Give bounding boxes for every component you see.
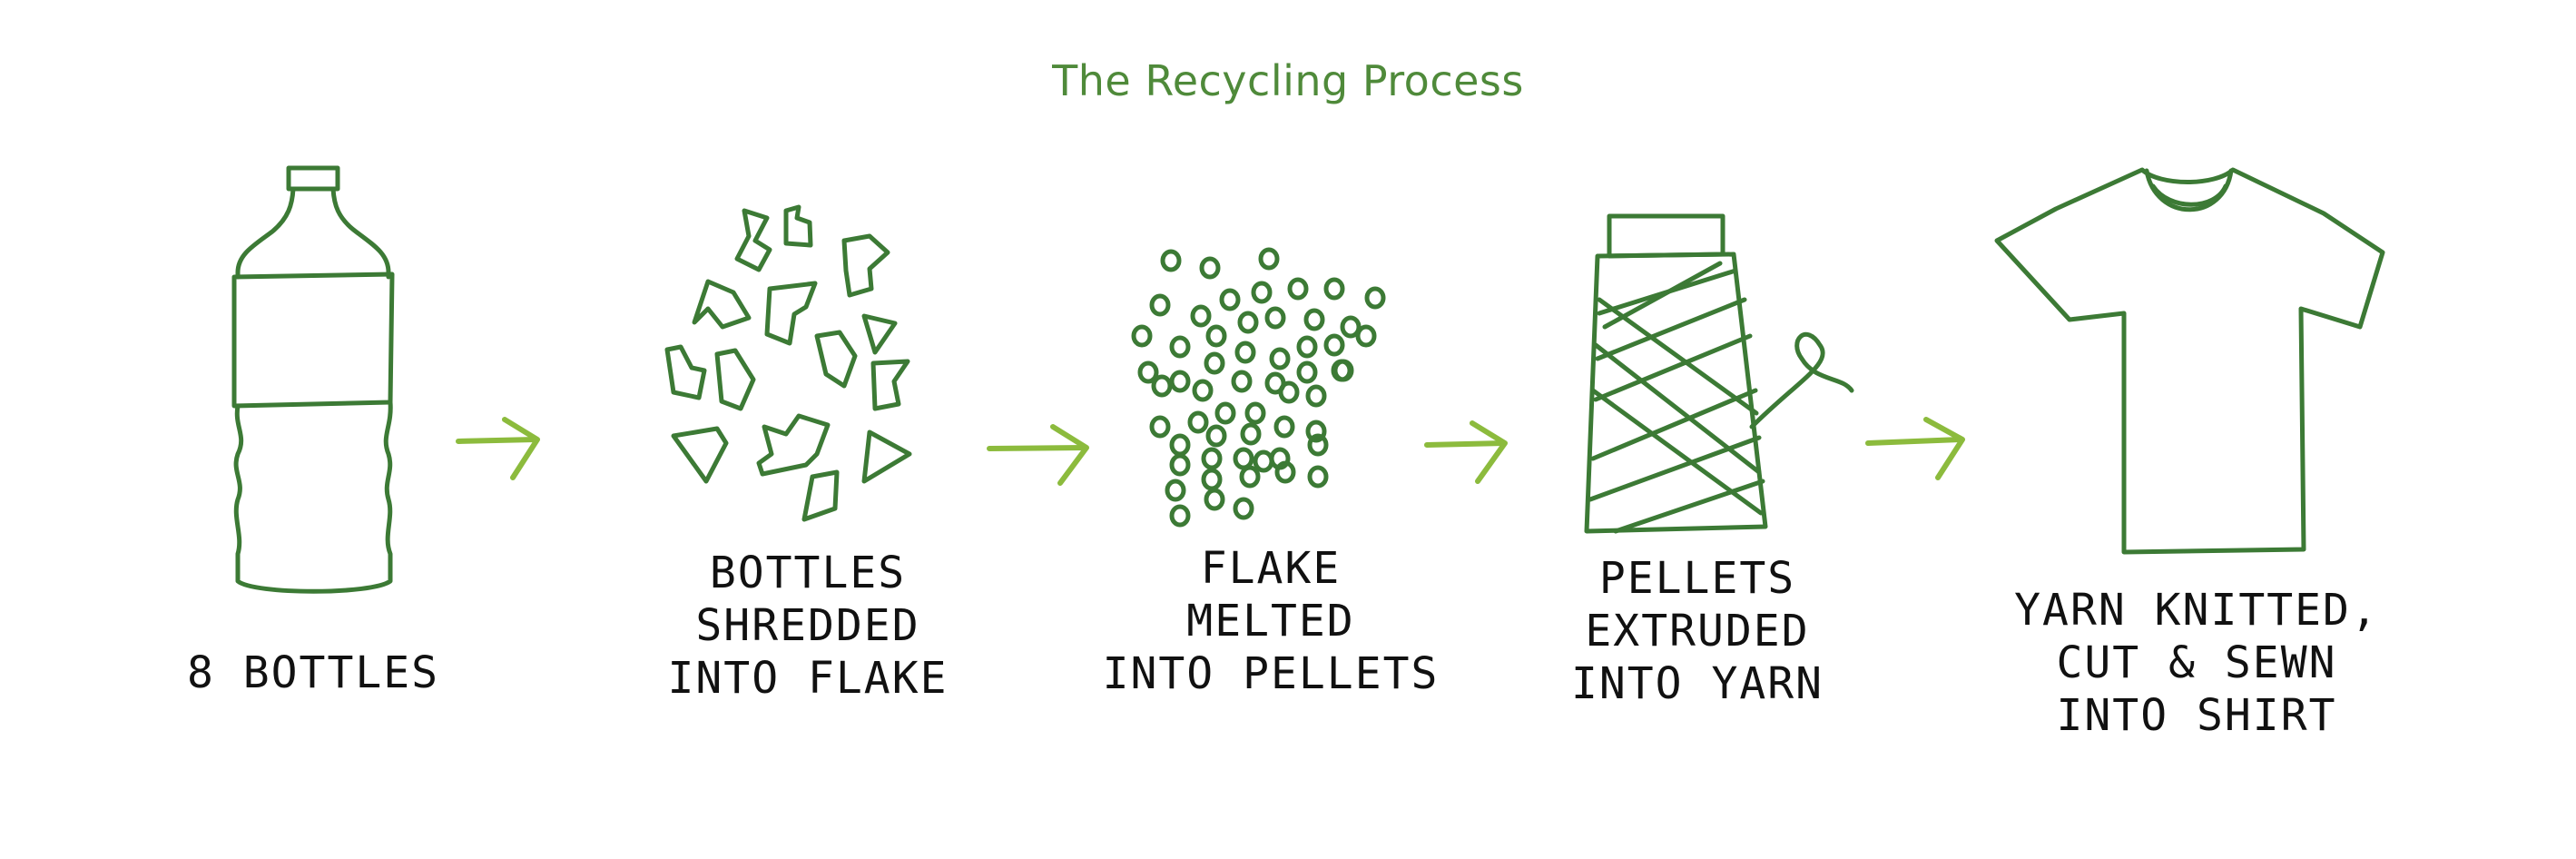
step-label-melted: FLAKE MELTED INTO PELLETS	[1102, 543, 1440, 699]
pellet-dot	[1233, 447, 1254, 470]
pellet-dot	[1273, 415, 1295, 439]
pellet-dot	[1269, 347, 1291, 370]
pellet-dot	[1190, 304, 1212, 328]
arrow-icon	[1865, 417, 1965, 480]
pellet-dot	[1244, 401, 1266, 425]
pellet-dot	[1332, 359, 1354, 382]
step-label-shredded: BOTTLES SHREDDED INTO FLAKE	[667, 548, 949, 704]
pellet-dot	[1231, 370, 1253, 393]
pellet-dot	[1169, 453, 1191, 477]
pellet-dot	[1287, 277, 1309, 301]
diagram-title: The Recycling Process	[1052, 56, 1524, 105]
pellet-dot	[1169, 335, 1191, 359]
pellet-dot	[1214, 401, 1236, 425]
pellet-dot	[1165, 479, 1186, 502]
pellet-dot	[1305, 420, 1327, 443]
pellet-dot	[1264, 306, 1286, 330]
pellet-dot	[1149, 415, 1171, 439]
arrow-icon	[987, 424, 1089, 486]
pellet-dot	[1296, 335, 1318, 359]
pellet-dot	[1160, 249, 1182, 272]
pellet-dot	[1364, 286, 1386, 310]
pellet-dot	[1340, 315, 1362, 339]
pellet-dot	[1305, 384, 1327, 408]
pellet-dot	[1205, 324, 1227, 348]
pellet-dot	[1239, 465, 1261, 489]
tshirt-icon	[1994, 167, 2385, 555]
pellet-dot	[1233, 497, 1254, 520]
pellet-dot	[1169, 370, 1191, 393]
pellet-dot	[1201, 447, 1223, 470]
pellet-dot	[1240, 422, 1262, 446]
pellet-dot	[1234, 341, 1256, 364]
flakes-icon	[664, 204, 912, 522]
pellet-dot	[1204, 351, 1225, 375]
bottle-icon	[231, 165, 395, 594]
pellet-dot	[1323, 277, 1345, 301]
pellet-dot	[1274, 460, 1296, 484]
pellets-icon	[1131, 247, 1386, 528]
pellet-dot	[1251, 281, 1273, 304]
pellet-dot	[1131, 324, 1153, 348]
step-label-bottles: 8 BOTTLES	[186, 647, 440, 698]
pellet-dot	[1187, 410, 1209, 434]
pellet-dot	[1237, 311, 1259, 334]
pellet-dot	[1258, 247, 1280, 271]
pellet-dot	[1199, 256, 1221, 280]
pellet-dot	[1169, 504, 1191, 528]
pellet-dot	[1204, 488, 1225, 511]
pellet-dot	[1151, 374, 1173, 398]
pellet-dot	[1149, 293, 1171, 317]
pellet-dot	[1253, 449, 1274, 473]
pellet-dot	[1307, 433, 1329, 457]
pellet-dot	[1169, 433, 1191, 457]
pellet-dot	[1323, 333, 1345, 357]
pellet-dot	[1192, 379, 1214, 402]
pellet-dot	[1303, 308, 1325, 331]
pellet-dot	[1137, 360, 1159, 384]
pellet-dot	[1296, 360, 1318, 384]
arrow-icon	[456, 417, 540, 480]
pellet-dot	[1205, 424, 1227, 448]
pellet-dot	[1278, 380, 1300, 404]
pellet-dot	[1219, 288, 1241, 311]
yarn-spool-icon	[1584, 213, 1854, 534]
step-label-knitted: YARN KNITTED, CUT & SEWN INTO SHIRT	[2014, 585, 2379, 741]
pellet-dot	[1201, 468, 1223, 491]
pellet-dot	[1355, 324, 1377, 348]
step-label-extruded: PELLETS EXTRUDED INTO YARN	[1570, 553, 1824, 709]
pellet-dot	[1307, 465, 1329, 489]
arrow-icon	[1424, 420, 1508, 484]
